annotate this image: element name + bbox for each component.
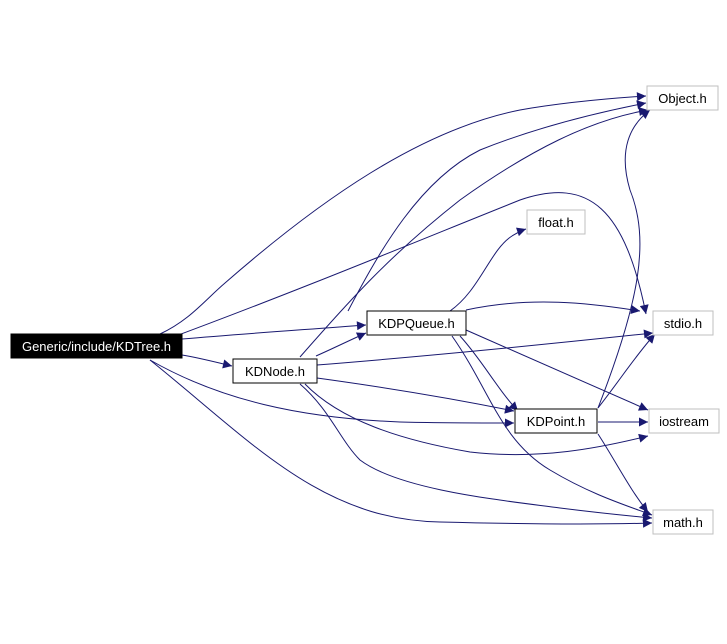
edge-kdtree-math [149,359,653,528]
node-math[interactable]: math.h [652,509,714,535]
edge-kdtree-stdio [164,192,649,341]
node-object[interactable]: Object.h [646,85,719,111]
edge-kdtree-kdnode [181,354,233,369]
edge-kdpqueue-kdpoint [459,335,519,412]
edge-kdpoint-math [597,433,649,513]
node-math-label: math.h [663,515,703,530]
node-kdtree[interactable]: Generic/include/KDTree.h [10,333,183,359]
node-stdio[interactable]: stdio.h [652,310,714,336]
edge-kdpqueue-object [347,100,647,312]
edge-kdpqueue-stdio [465,301,641,315]
node-float-label: float.h [538,215,573,230]
edge-kdtree-object [159,92,647,335]
node-float[interactable]: float.h [526,209,586,235]
node-kdnode[interactable]: KDNode.h [232,358,318,384]
edge-kdnode-kdpoint [316,377,515,414]
node-stdio-label: stdio.h [664,316,702,331]
node-iostream[interactable]: iostream [648,408,720,434]
edge-kdpoint-object [597,109,651,409]
node-kdpoint-label: KDPoint.h [527,414,586,429]
node-kdpqueue-label: KDPQueue.h [378,316,455,331]
edge-kdtree-kdpoint [149,359,515,428]
node-kdtree-label: Generic/include/KDTree.h [22,339,171,354]
node-object-label: Object.h [658,91,706,106]
edge-kdpqueue-iostream [465,329,649,411]
node-kdpoint[interactable]: KDPoint.h [514,408,598,434]
edge-kdnode-kdpqueue [315,332,367,357]
edge-kdnode-object [299,107,649,358]
edge-kdnode-stdio [316,329,654,366]
edge-kdtree-kdpqueue [181,321,367,340]
edge-kdnode-iostream [304,383,649,456]
edge-kdnode-math [299,383,653,522]
node-kdnode-label: KDNode.h [245,364,305,379]
edge-kdpqueue-math [451,335,653,517]
edge-kdpqueue-float [449,227,527,312]
node-iostream-label: iostream [659,414,709,429]
edge-kdpoint-stdio [597,333,656,409]
node-kdpqueue[interactable]: KDPQueue.h [366,310,467,336]
